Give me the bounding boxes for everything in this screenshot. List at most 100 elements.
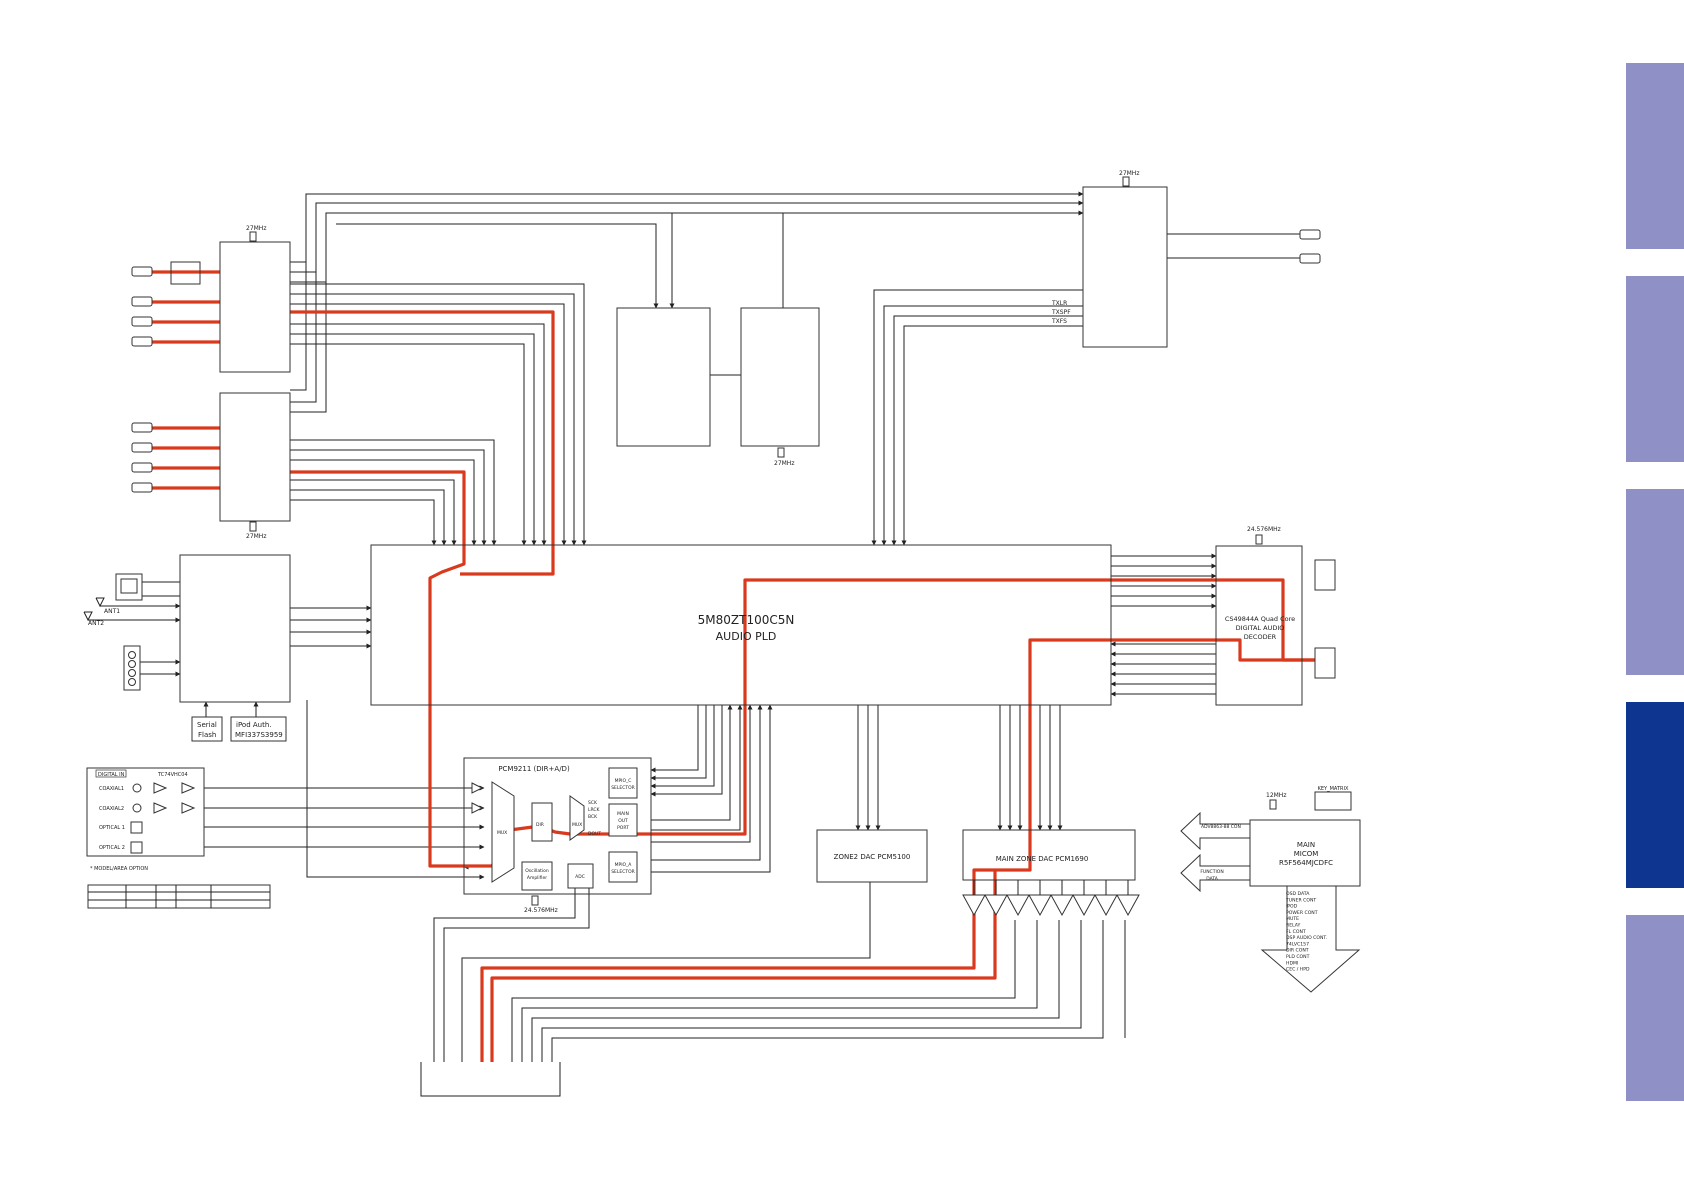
serial-flash-block xyxy=(191,716,223,742)
pcm9211-main-out-2: OUT xyxy=(618,818,628,824)
dsp-line3: DECODER xyxy=(1244,633,1277,641)
section-tab-1[interactable] xyxy=(1626,63,1684,249)
main-dac-label: MAIN ZONE DAC PCM1690 xyxy=(996,855,1089,863)
hdmi-input-plugs xyxy=(131,229,1321,493)
micom-output-item: POWER CONT xyxy=(1286,910,1318,916)
pcm9211-mux-2: MUX xyxy=(572,822,582,828)
output-amplifiers xyxy=(962,880,1140,917)
dsp-aux-1 xyxy=(1314,559,1336,591)
video-processor-a xyxy=(616,307,711,447)
pcm9211-adc: ADC xyxy=(575,874,585,880)
micom-output-item: MUTE xyxy=(1286,916,1299,922)
pcm9211-mpio-c-2: SELECTOR xyxy=(611,785,635,791)
digital-in-coax1: COAXIAL1 xyxy=(99,786,124,792)
clock-dsp: 24.576MHz xyxy=(1247,526,1281,533)
digital-in-opt2: OPTICAL 2 xyxy=(99,845,125,851)
tuner-ipod-block xyxy=(179,554,291,703)
zone2-dac-block xyxy=(816,829,928,883)
pcm9211-sck-2: LRCK xyxy=(588,807,601,813)
pcm9211-main-out-3: PORT xyxy=(617,825,629,831)
micom-arrows xyxy=(1180,791,1361,993)
micom-line2: MICOM xyxy=(1294,850,1319,858)
hdmi-tx-signal-1: TXLR xyxy=(1051,300,1067,307)
micom-output-item: OSD DATA xyxy=(1286,891,1310,897)
pcm9211-mux-1: MUX xyxy=(497,830,507,836)
digital-in-buffer: TC74VHC04 xyxy=(157,772,188,778)
micom-output-item: DSP AUDIO CONT. xyxy=(1286,935,1327,941)
serial-flash-label-2: Flash xyxy=(198,731,216,739)
micom-key-matrix: KEY_MATRIX xyxy=(1318,786,1349,792)
dsp-part: CS49844A Quad Core xyxy=(1225,615,1295,623)
clock-video: 27MHz xyxy=(774,460,794,467)
micom-output-item: DIR CONT xyxy=(1286,948,1309,954)
micom-output-item: TUNER CONT xyxy=(1285,897,1316,903)
section-tab-4[interactable] xyxy=(1626,702,1684,888)
hdmi-receiver-1 xyxy=(219,241,291,373)
micom-block xyxy=(1249,819,1361,887)
clock-micom: 12MHz xyxy=(1266,792,1286,799)
micom-output-item: 74LVC157 xyxy=(1286,941,1309,947)
ant2-label: ANT2 xyxy=(88,620,104,627)
pcm9211-osc-1: Oscillation xyxy=(525,868,549,874)
hdmi-receiver-2 xyxy=(219,392,291,522)
ipod-auth-label-1: iPod Auth. xyxy=(236,721,272,729)
pcm9211-mpio-c-1: MPIO_C xyxy=(615,778,632,784)
micom-output-item: CEC / HPD xyxy=(1286,967,1310,973)
section-tab-3[interactable] xyxy=(1626,489,1684,675)
section-tab-2[interactable] xyxy=(1626,276,1684,462)
ipod-auth-label-2: MFI337S3959 xyxy=(235,731,283,739)
micom-output-item: RELAY xyxy=(1286,923,1301,929)
pcm9211-sck-3: BCK xyxy=(588,814,598,820)
pld-part-number: 5M80ZT100C5N xyxy=(698,613,795,627)
micom-line3: R5F564MJCDFC xyxy=(1279,859,1333,867)
pcm9211-main-out-1: MAIN xyxy=(617,811,629,817)
ipod-auth-block xyxy=(230,716,287,742)
ant1-label: ANT1 xyxy=(104,608,120,615)
micom-output-item: HDMI xyxy=(1286,960,1298,966)
pcm9211-internals xyxy=(471,767,638,891)
main-dac-block xyxy=(962,829,1136,881)
micom-output-item: FL CONT xyxy=(1286,929,1306,935)
dsp-line2: DIGITAL AUDIO xyxy=(1236,624,1285,632)
serial-flash-label-1: Serial xyxy=(197,721,217,729)
hdmi-tx-signal-2: TXSPF xyxy=(1051,309,1071,316)
section-tab-5[interactable] xyxy=(1626,915,1684,1101)
signal-wires xyxy=(88,191,1300,1062)
crystals xyxy=(249,176,1277,906)
digital-in-header: DIGITAL IN xyxy=(98,772,125,778)
pcm9211-mpio-a-1: MPIO_A xyxy=(615,862,633,868)
pcm9211-title: PCM9211 (DIR+A/D) xyxy=(498,765,570,773)
digital-in-internals xyxy=(87,782,271,909)
clock-pcm9211: 24.576MHz xyxy=(524,907,558,914)
dsp-block xyxy=(1215,545,1303,706)
ipod-connector xyxy=(123,645,141,691)
dsp-aux-2 xyxy=(1314,647,1336,679)
zone2-dac-label: ZONE2 DAC PCM5100 xyxy=(834,853,911,861)
hdmi-tx-signal-3: TXFS xyxy=(1051,318,1067,325)
audio-pld-block xyxy=(370,544,1112,706)
digital-in-block xyxy=(86,767,205,857)
micom-output-item: PLD CONT xyxy=(1286,954,1310,960)
hdmi-transmitter xyxy=(1082,186,1168,348)
tuner-antenna xyxy=(83,573,143,622)
micom-function-data-1: FUNCTION xyxy=(1200,869,1223,875)
pcm9211-osc-2: Amplifier xyxy=(527,875,547,881)
micom-line1: MAIN xyxy=(1297,841,1315,849)
digital-in-opt1: OPTICAL 1 xyxy=(99,825,125,831)
digital-in-coax2: COAXIAL2 xyxy=(99,806,124,812)
pcm9211-dout: DOUT xyxy=(588,831,601,837)
clock-hdmi-in1: 27MHz xyxy=(246,225,266,232)
pld-name: AUDIO PLD xyxy=(716,630,777,643)
micom-to-adv: ADV8863-88 CON xyxy=(1201,824,1241,830)
clock-hdmi-top: 27MHz xyxy=(1119,170,1139,177)
micom-function-data-2: DATA xyxy=(1206,876,1219,882)
pcm9211-block xyxy=(463,757,652,895)
clock-hdmi-in2: 27MHz xyxy=(246,533,266,540)
video-processor-b xyxy=(740,307,820,447)
micom-output-item: iPOD xyxy=(1286,904,1298,910)
pcm9211-dir: DIR xyxy=(536,822,544,828)
pcm9211-mpio-a-2: SELECTOR xyxy=(611,869,635,875)
bottom-connector xyxy=(420,1062,561,1097)
